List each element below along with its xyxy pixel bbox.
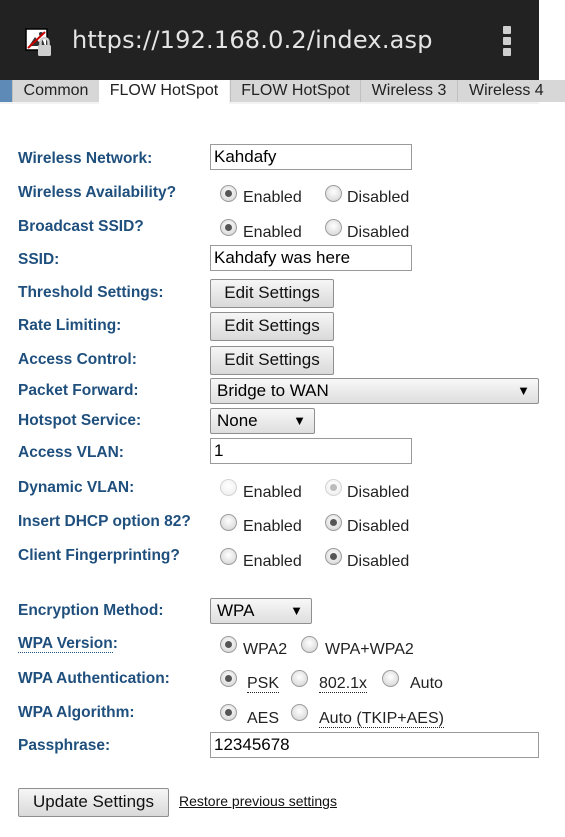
threshold-edit-settings-button[interactable]: Edit Settings	[210, 279, 334, 308]
wpa-version-wpa-wpa2-label: WPA+WPA2	[325, 641, 414, 658]
wireless-availability-disabled-label: Disabled	[347, 189, 410, 206]
passphrase-input[interactable]: 12345678	[210, 732, 539, 758]
ssid-input[interactable]: Kahdafy was here	[210, 245, 412, 271]
tab-flow-hotspot-1[interactable]: FLOW HotSpot	[99, 80, 229, 104]
dhcp-option-82-label: Insert DHCP option 82?	[18, 513, 191, 530]
hotspot-service-select[interactable]: None ▼	[210, 408, 315, 434]
wpa-auth-psk-label[interactable]: PSK	[247, 675, 280, 693]
wpa-auth-auto-radio[interactable]	[382, 670, 399, 687]
access-vlan-label: Access VLAN:	[18, 444, 124, 461]
wireless-availability-disabled-radio[interactable]	[325, 185, 342, 202]
rate-limiting-label: Rate Limiting:	[18, 317, 122, 334]
url-text[interactable]: https://192.168.0.2/index.asp	[72, 26, 433, 54]
tab-wireless-3[interactable]: Wireless 3	[360, 80, 457, 102]
dynamic-vlan-enabled-label: Enabled	[243, 484, 302, 501]
hotspot-service-label: Hotspot Service:	[18, 412, 142, 429]
wireless-network-label: Wireless Network:	[18, 150, 153, 167]
wpa-version-wpa-wpa2-radio[interactable]	[301, 636, 318, 653]
rate-limiting-edit-settings-button[interactable]: Edit Settings	[210, 312, 334, 341]
threshold-settings-label: Threshold Settings:	[18, 284, 164, 301]
client-fingerprinting-disabled-radio[interactable]	[325, 548, 342, 565]
packet-forward-value: Bridge to WAN	[217, 381, 329, 400]
wpa-auth-8021x-radio[interactable]	[291, 670, 308, 687]
tab-flow-hotspot-2[interactable]: FLOW HotSpot	[230, 80, 360, 102]
dynamic-vlan-label: Dynamic VLAN:	[18, 479, 135, 496]
dynamic-vlan-disabled-radio	[325, 479, 342, 496]
passphrase-label: Passphrase:	[18, 737, 111, 754]
wpa-auth-auto-label: Auto	[410, 675, 443, 692]
wpa-version-wpa2-label: WPA2	[243, 641, 288, 658]
hotspot-service-value: None	[217, 411, 258, 430]
insecure-lock-icon[interactable]	[25, 26, 53, 58]
encryption-method-label: Encryption Method:	[18, 602, 164, 619]
client-fingerprinting-disabled-label: Disabled	[347, 553, 410, 570]
encryption-method-value: WPA	[217, 601, 255, 620]
tab-common[interactable]: Common	[12, 80, 99, 102]
broadcast-ssid-label: Broadcast SSID?	[18, 218, 144, 235]
client-fingerprinting-label: Client Fingerprinting?	[18, 547, 180, 564]
access-vlan-input[interactable]: 1	[210, 438, 412, 464]
tab-wireless-4[interactable]: Wireless 4	[457, 80, 565, 102]
client-fingerprinting-enabled-radio[interactable]	[220, 548, 237, 565]
browser-url-bar: https://192.168.0.2/index.asp	[0, 0, 539, 80]
restore-previous-settings-link[interactable]: Restore previous settings	[179, 793, 337, 809]
wpa-algorithm-aes-radio[interactable]	[220, 704, 237, 721]
wpa-algorithm-label: WPA Algorithm:	[18, 704, 135, 721]
dynamic-vlan-enabled-radio	[220, 479, 237, 496]
packet-forward-select[interactable]: Bridge to WAN ▼	[210, 378, 539, 404]
wireless-availability-enabled-label: Enabled	[243, 189, 302, 206]
dhcp-option-82-disabled-label: Disabled	[347, 518, 410, 535]
tab-bar-edge	[0, 80, 12, 102]
wpa-version-label[interactable]: WPA Version:	[18, 635, 118, 653]
broadcast-ssid-enabled-label: Enabled	[243, 224, 302, 241]
wpa-algorithm-auto-label[interactable]: Auto (TKIP+AES)	[319, 710, 444, 728]
wpa-authentication-label: WPA Authentication:	[18, 670, 170, 687]
tab-bar: Common FLOW HotSpot FLOW HotSpot Wireles…	[0, 80, 565, 104]
wpa-auth-psk-radio[interactable]	[220, 670, 237, 687]
client-fingerprinting-enabled-label: Enabled	[243, 553, 302, 570]
encryption-method-select[interactable]: WPA ▼	[210, 598, 312, 624]
broadcast-ssid-enabled-radio[interactable]	[220, 219, 237, 236]
access-control-label: Access Control:	[18, 351, 137, 368]
wpa-auth-8021x-text[interactable]: 802.1x	[319, 675, 368, 693]
wpa-auth-psk-text[interactable]: PSK	[247, 675, 280, 693]
dhcp-option-82-enabled-label: Enabled	[243, 518, 302, 535]
wpa-algorithm-auto-radio[interactable]	[291, 704, 308, 721]
wpa-algorithm-auto-text[interactable]: Auto (TKIP+AES)	[319, 710, 444, 728]
access-control-edit-settings-button[interactable]: Edit Settings	[210, 346, 334, 375]
dynamic-vlan-disabled-label: Disabled	[347, 484, 410, 501]
broadcast-ssid-disabled-label: Disabled	[347, 224, 410, 241]
wireless-network-input[interactable]: Kahdafy	[210, 144, 412, 170]
ssid-label: SSID:	[18, 251, 60, 268]
dhcp-option-82-disabled-radio[interactable]	[325, 514, 342, 531]
dropdown-arrow-icon: ▼	[290, 603, 303, 618]
broadcast-ssid-disabled-radio[interactable]	[325, 219, 342, 236]
wpa-auth-8021x-label[interactable]: 802.1x	[319, 675, 368, 693]
overflow-menu-icon[interactable]	[500, 26, 514, 58]
packet-forward-label: Packet Forward:	[18, 382, 139, 399]
dropdown-arrow-icon: ▼	[293, 413, 306, 428]
wpa-version-label-colon: :	[112, 635, 118, 652]
dropdown-arrow-icon: ▼	[517, 383, 530, 398]
wpa-version-wpa2-radio[interactable]	[220, 636, 237, 653]
update-settings-button[interactable]: Update Settings	[18, 788, 169, 817]
wireless-availability-enabled-radio[interactable]	[220, 185, 237, 202]
dhcp-option-82-enabled-radio[interactable]	[220, 514, 237, 531]
wireless-availability-label: Wireless Availability?	[18, 184, 177, 201]
wpa-algorithm-aes-label: AES	[247, 710, 280, 727]
wpa-version-label-text[interactable]: WPA Version	[18, 635, 113, 653]
